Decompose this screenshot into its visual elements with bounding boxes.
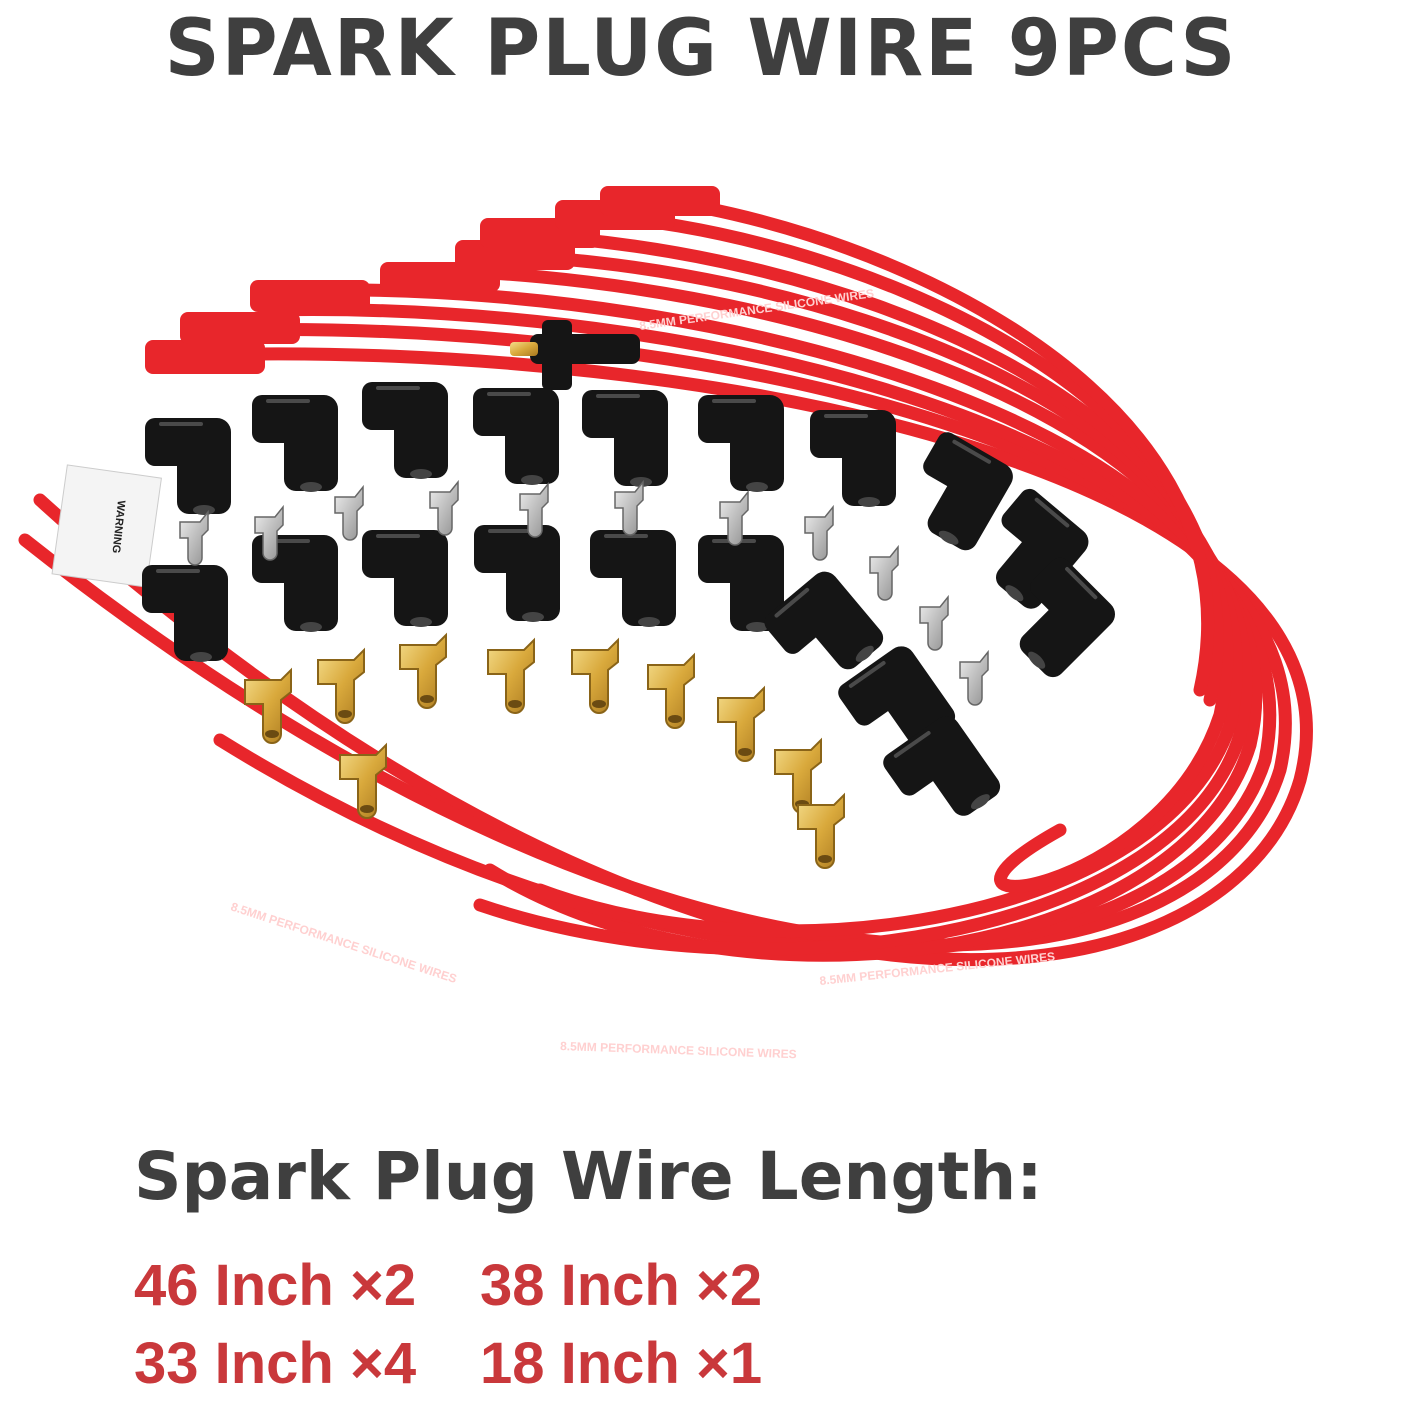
distributor-boot: [510, 320, 640, 390]
warning-label-packet: WARNING: [51, 464, 162, 588]
page-title: SPARK PLUG WIRE 9PCS: [164, 4, 1238, 94]
spark-plug-wire-set-photo: 8.5MM PERFORMANCE SILICONE WIRES 8.5MM P…: [18, 186, 1313, 1061]
length-33-inch: 33 Inch ×4: [134, 1331, 417, 1396]
length-38-inch: 38 Inch ×2: [480, 1253, 763, 1318]
svg-text:8.5MM PERFORMANCE SILICONE WIR: 8.5MM PERFORMANCE SILICONE WIRES: [560, 1039, 797, 1061]
length-heading: Spark Plug Wire Length:: [134, 1138, 1043, 1215]
svg-text:8.5MM PERFORMANCE SILICONE WIR: 8.5MM PERFORMANCE SILICONE WIRES: [229, 900, 458, 986]
length-18-inch: 18 Inch ×1: [480, 1331, 763, 1396]
length-46-inch: 46 Inch ×2: [134, 1253, 417, 1318]
wire-end-sleeves: [145, 186, 720, 374]
svg-text:WARNING: WARNING: [109, 500, 126, 554]
red-wire-bundle: [18, 188, 1313, 967]
